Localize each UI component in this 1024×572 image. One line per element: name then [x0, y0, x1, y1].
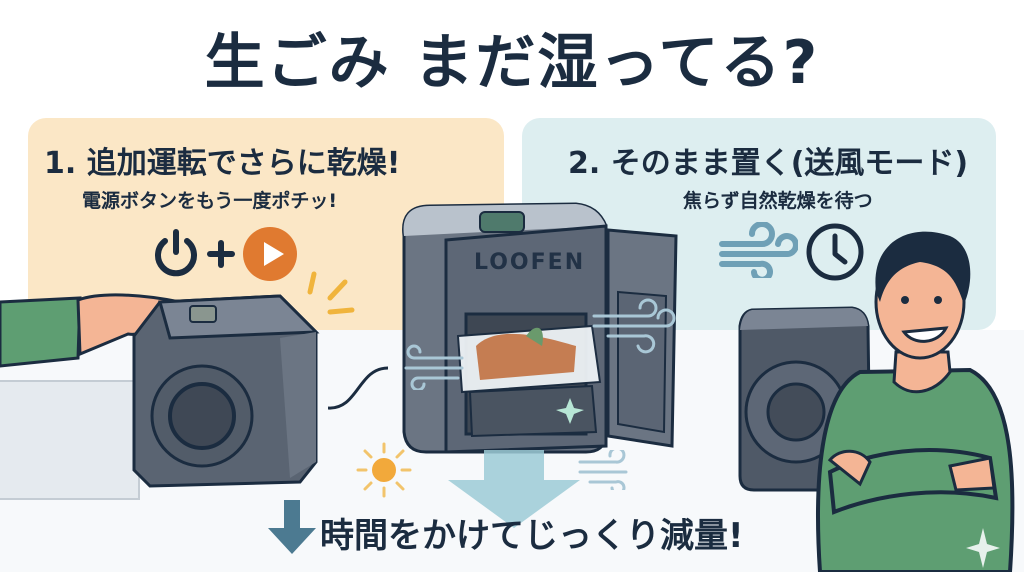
step1-title: 1. 追加運転でさらに乾燥! — [44, 146, 401, 181]
power-icon — [150, 228, 202, 280]
sparkle-icon — [966, 528, 1000, 568]
wind-icon — [716, 222, 798, 278]
clock-icon — [805, 222, 865, 282]
power-cord — [328, 338, 398, 418]
page-title: 生ごみ まだ湿ってる? — [204, 28, 820, 98]
sun-icon — [356, 442, 412, 498]
step2-subtitle: 焦らず自然乾燥を待つ — [683, 190, 873, 212]
air-flow-left-icon — [398, 340, 468, 390]
big-down-arrow-icon — [444, 450, 584, 530]
footer-message: 時間をかけてじっくり減量! — [320, 516, 744, 556]
food-dryer-left — [130, 292, 320, 492]
kitchen-counter — [0, 380, 140, 500]
play-icon — [242, 226, 298, 282]
step1-subtitle: 電源ボタンをもう一度ポチッ! — [82, 190, 338, 212]
down-arrow-icon — [266, 500, 318, 556]
air-flow-right-icon — [588, 296, 678, 356]
sparkle-lines-icon — [300, 270, 360, 320]
device-brand-label: LOOFEN — [474, 250, 586, 275]
wind-bottom-icon — [576, 450, 636, 490]
food-dryer-center — [386, 196, 686, 456]
smiling-man-arms-crossed — [800, 222, 1024, 572]
step2-title: 2. そのまま置く(送風モード) — [568, 146, 969, 181]
plus-icon — [207, 240, 235, 268]
